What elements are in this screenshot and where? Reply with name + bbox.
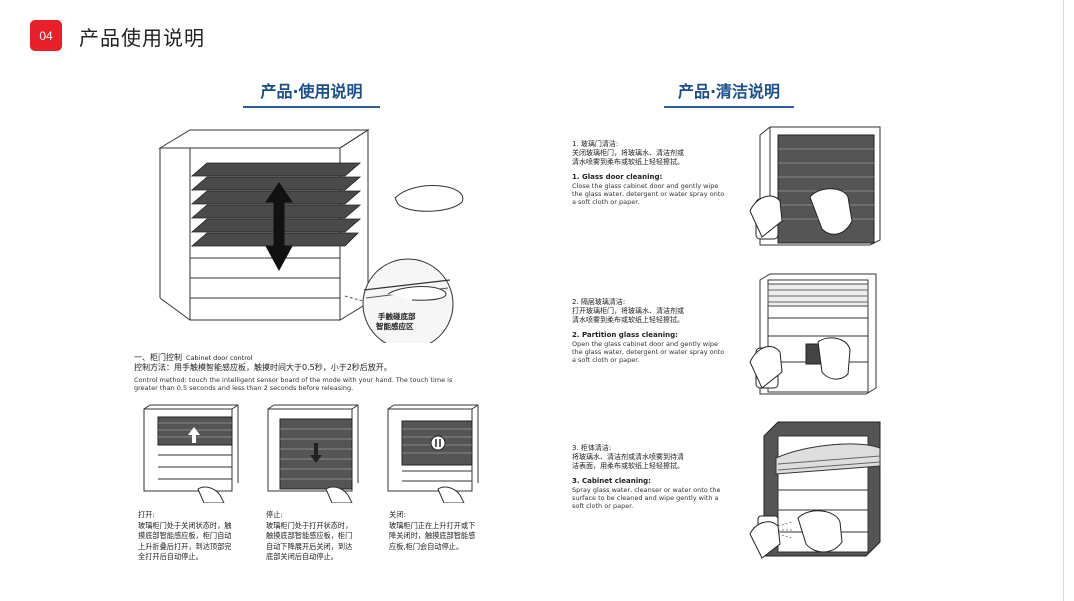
page-title: 产品使用说明 — [79, 26, 205, 50]
control-method-en-line1: Control method: touch the intelligent se… — [134, 376, 453, 384]
cleaning-item-en-line: Spray glass water, cleanser or water ont… — [572, 486, 721, 494]
cleaning-item-line: 清水喷雾到柔布或软纸上轻轻擦拭。 — [572, 316, 684, 324]
glass-door-cleaning-illustration — [749, 126, 881, 246]
step-open-illustration — [143, 404, 239, 503]
cleaning-item-line: 关闭玻璃柜门，将玻璃水、清洁剂或 — [572, 149, 684, 157]
step-stop-title: 停止: — [266, 510, 283, 519]
cleaning-item-en-line: the glass water, detergent or water spra… — [572, 348, 725, 356]
sensor-label-line2: 智能感应区 — [376, 321, 414, 331]
cleaning-title-underline — [664, 106, 794, 108]
step-close-line: 应板,柜门会自动停止。 — [389, 541, 464, 551]
sensor-label-line1: 手触碰底部 — [378, 311, 416, 321]
cleaning-item-title: 3. 柜体清洁: — [572, 444, 612, 452]
step-close-text: 关闭: 玻璃柜门正在上升打开或下 降关闭时，触摸底部智能感 应板,柜门会自动停止… — [389, 510, 505, 552]
step-close-line: 降关闭时，触摸底部智能感 — [389, 531, 476, 540]
partition-glass-cleaning-illustration — [749, 273, 877, 395]
control-method-cn: 控制方法：用手触模智能感应板，触摸时间大于0.5秒，小于2秒后放开。 — [134, 363, 392, 372]
cleaning-item-1: 1. 玻璃门清洁: 关闭玻璃柜门，将玻璃水、清洁剂或 清水喷雾到柔布或软纸上轻轻… — [572, 140, 742, 206]
step-open-title: 打开: — [138, 510, 155, 519]
cleaning-item-en-line: a soft cloth or paper. — [572, 356, 640, 364]
cleaning-item-2: 2. 隔层玻璃清洁: 打开玻璃柜门，将玻璃水、清洁剂或 清水喷雾到柔布或软纸上轻… — [572, 298, 742, 364]
step-close-illustration — [387, 404, 479, 503]
step-stop-illustration — [267, 404, 359, 503]
usage-title-underline — [243, 106, 380, 108]
usage-title-text: 产品·使用说明 — [260, 82, 363, 101]
cleaning-item-en-title: 2. Partition glass cleaning: — [572, 331, 678, 339]
control-method-en-line2: greater than 0.5 seconds and less than 2… — [134, 384, 354, 392]
cleaning-item-title: 1. 玻璃门清洁: — [572, 140, 619, 148]
cleaning-item-en-line: a soft cloth or paper. — [572, 198, 640, 206]
cleaning-item-en-line: surface to be cleaned and wipe gently wi… — [572, 494, 719, 502]
cleaning-item-line: 打开玻璃柜门，将玻璃水、清洁剂或 — [572, 307, 684, 315]
step-open-text: 打开: 玻璃柜门处于关闭状态时，触 摸底部智能感应板，柜门自动 上升折叠后打开，… — [138, 510, 254, 563]
usage-section-title: 产品·使用说明 — [243, 78, 380, 108]
step-open-line: 玻璃柜门处于关闭状态时，触 — [138, 520, 232, 530]
step-open-line: 全打开后自动停止。 — [138, 552, 203, 561]
cleaning-item-en-line: the glass water, detergent or water spra… — [572, 190, 725, 198]
cleaning-item-en-line: Open the glass cabinet door and gently w… — [572, 340, 719, 348]
step-stop-line: 自动下降展开后关闭，到达 — [266, 541, 353, 551]
cleaning-item-3: 3. 柜体清洁: 将玻璃水、清洁剂或清水喷雾到待清 洁表面，用柔布或软纸上轻轻擦… — [572, 444, 742, 510]
door-control-heading-cn: 一、柜门控制 — [134, 353, 182, 362]
cleaning-item-en-title: 1. Glass door cleaning: — [572, 173, 663, 181]
cleaning-title-text: 产品·清洁说明 — [677, 82, 781, 101]
cleaning-item-en-line: soft cloth or paper. — [572, 502, 634, 510]
cabinet-illustration-main: 手触碰底部 智能感应区 — [158, 129, 464, 343]
cleaning-item-line: 洁表面，用柔布或软纸上轻轻擦拭。 — [572, 462, 684, 470]
step-open-line: 摸底部智能感应板，柜门自动 — [138, 531, 232, 540]
cleaning-item-line: 将玻璃水、清洁剂或清水喷雾到待清 — [572, 453, 684, 461]
door-control-heading: 一、柜门控制 Cabinet door control — [134, 352, 253, 363]
cleaning-item-title: 2. 隔层玻璃清洁: — [572, 298, 626, 306]
step-close-title: 关闭: — [389, 510, 406, 519]
cleaning-item-en-line: Close the glass cabinet door and gently … — [572, 182, 719, 190]
cleaning-item-en-title: 3. Cabinet cleaning: — [572, 477, 651, 485]
step-stop-line: 玻璃柜门处于打开状态时， — [266, 520, 353, 530]
cabinet-body-cleaning-illustration — [749, 421, 881, 559]
step-close-line: 玻璃柜门正在上升打开或下 — [389, 520, 476, 530]
cleaning-item-line: 清水喷雾到柔布或软纸上轻轻擦拭。 — [572, 158, 684, 166]
page-number-badge: 04 — [30, 20, 62, 51]
door-control-heading-en: Cabinet door control — [186, 354, 253, 362]
cleaning-section-title: 产品·清洁说明 — [664, 78, 794, 108]
step-stop-line: 触摸底部智能感应板，柜门 — [266, 531, 353, 540]
step-open-line: 上升折叠后打开，到达顶部完 — [138, 541, 232, 551]
page-edge-divider — [1063, 0, 1064, 601]
step-stop-line: 底部关闭后自动停止。 — [266, 552, 338, 561]
step-stop-text: 停止: 玻璃柜门处于打开状态时， 触摸底部智能感应板，柜门 自动下降展开后关闭，… — [266, 510, 382, 563]
